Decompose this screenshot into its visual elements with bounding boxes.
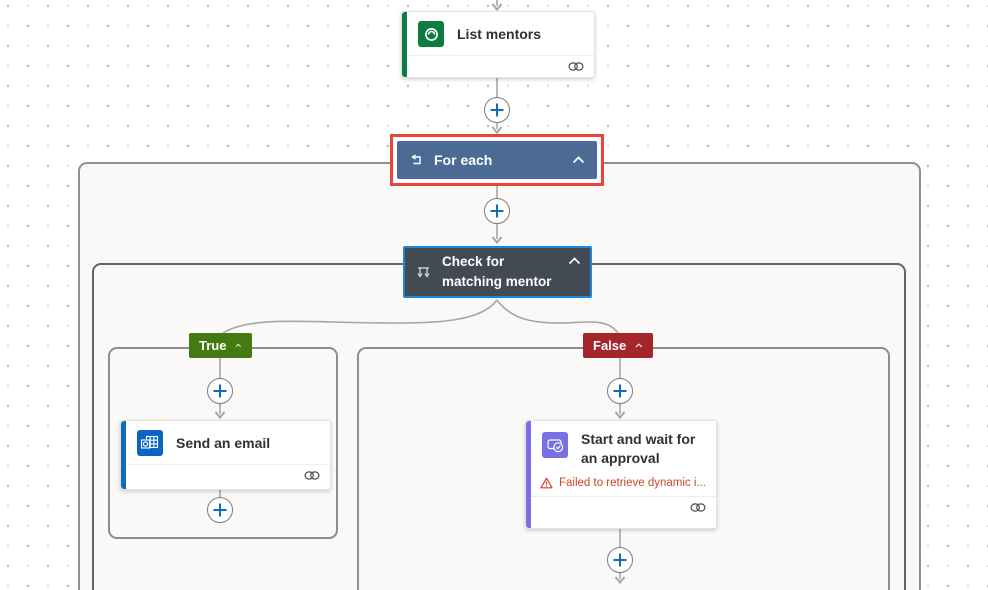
error-text: Failed to retrieve dynamic i... — [558, 476, 706, 489]
chevron-up-icon[interactable] — [568, 257, 581, 265]
action-error-row: Failed to retrieve dynamic i... — [526, 476, 716, 496]
connection-icon — [304, 471, 320, 480]
accent-bar — [526, 421, 531, 528]
chevron-up-icon[interactable] — [572, 156, 585, 164]
insert-step-button[interactable] — [207, 378, 233, 404]
connection-icon — [690, 503, 706, 512]
condition-header[interactable]: Check for matching mentor — [403, 246, 592, 298]
true-branch-label[interactable]: True — [189, 333, 252, 358]
false-branch-label[interactable]: False — [583, 333, 653, 358]
insert-step-button[interactable] — [607, 378, 633, 404]
outlook-icon — [137, 430, 163, 456]
action-title: Send an email — [176, 434, 271, 451]
action-card-list-mentors[interactable]: List mentors — [401, 11, 595, 78]
for-each-selection-outline: For each — [390, 134, 604, 186]
insert-step-button[interactable] — [484, 198, 510, 224]
insert-step-button[interactable] — [607, 547, 633, 573]
false-label-text: False — [593, 338, 627, 353]
chevron-up-icon[interactable] — [235, 342, 242, 349]
action-card-approval[interactable]: Start and wait for an approval Failed to… — [525, 420, 717, 529]
loop-icon — [411, 153, 421, 164]
accent-bar — [121, 421, 126, 489]
action-card-send-email[interactable]: Send an email — [120, 420, 331, 490]
chevron-up-icon[interactable] — [635, 342, 643, 349]
connection-icon — [568, 62, 584, 71]
condition-icon — [417, 266, 430, 278]
for-each-header[interactable]: For each — [397, 141, 597, 179]
warning-icon — [540, 477, 553, 489]
action-title: Start and wait for an approval — [581, 431, 696, 466]
insert-step-button[interactable] — [484, 97, 510, 123]
action-title: List mentors — [457, 25, 542, 42]
accent-bar — [402, 12, 407, 77]
dataverse-icon — [418, 21, 444, 47]
for-each-title: For each — [434, 152, 493, 168]
approvals-icon — [542, 432, 568, 458]
true-label-text: True — [199, 338, 227, 353]
condition-title: Check for matching mentor — [442, 254, 552, 289]
insert-step-button[interactable] — [207, 497, 233, 523]
